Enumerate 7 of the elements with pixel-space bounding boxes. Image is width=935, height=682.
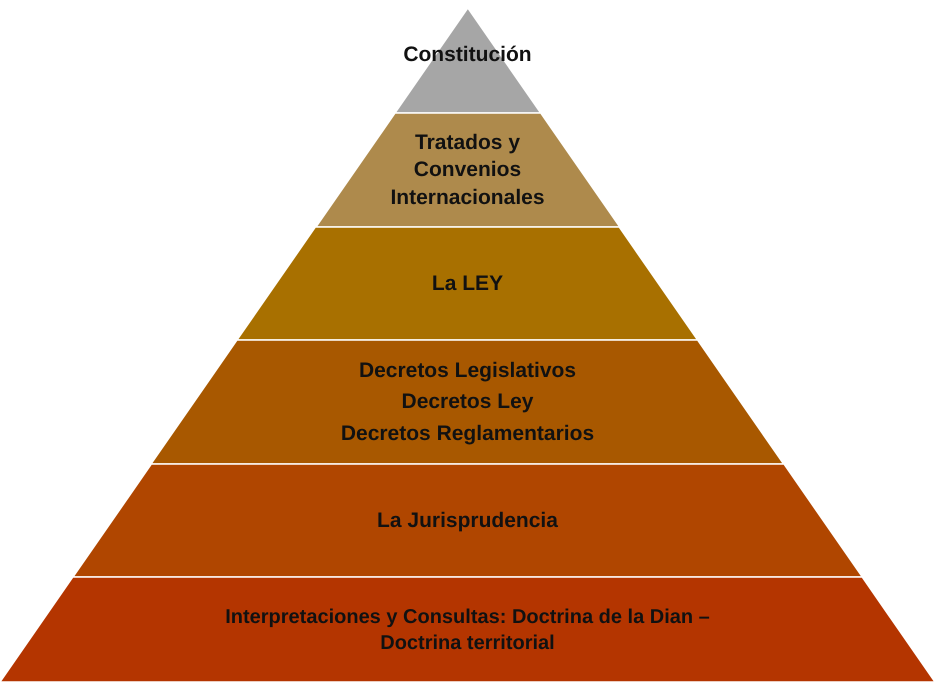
level-label: Tratados y Convenios Internacionales xyxy=(389,130,546,211)
level-label: Interpretaciones y Consultas: Doctrina de la Dian – Doctrina territorial xyxy=(224,604,711,656)
level-label: La Jurisprudencia xyxy=(377,508,558,534)
level-item-label: Decretos Reglamentarios xyxy=(340,420,594,447)
level-item-label: Decretos Legislativos xyxy=(358,358,576,384)
level-item-label: Decretos Ley xyxy=(402,389,534,416)
level-label: La LEY xyxy=(432,270,504,297)
